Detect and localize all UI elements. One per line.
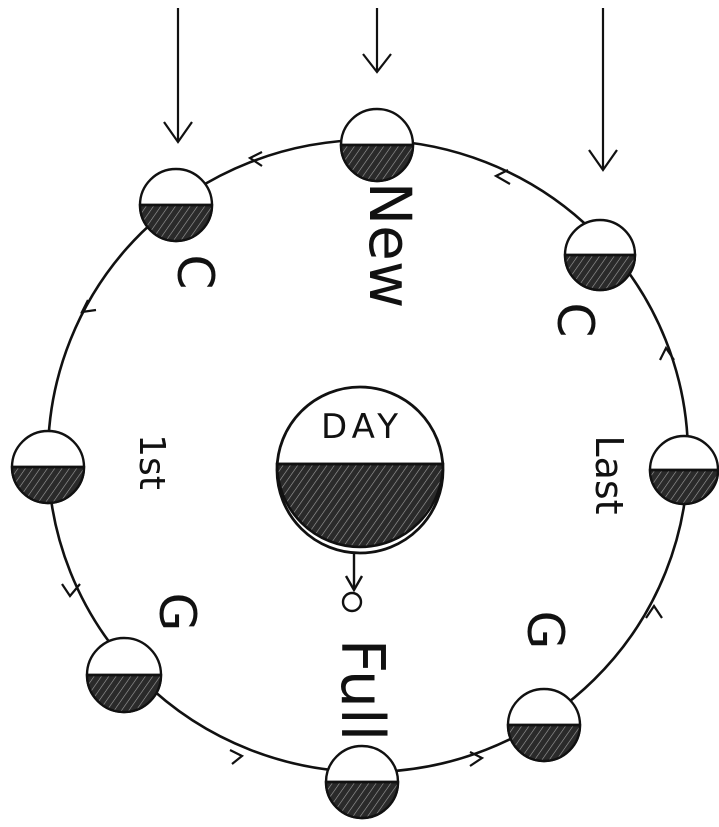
- moon-new: [341, 109, 413, 181]
- label-last-quarter: Last: [587, 435, 631, 514]
- sunlight-arrow-left: [164, 8, 192, 142]
- orbit-arrow: [230, 750, 242, 764]
- moon-gibbous-right: [508, 689, 580, 761]
- label-crescent-right: C: [546, 303, 604, 338]
- label-crescent-left: C: [166, 255, 224, 290]
- moon-first-quarter: [12, 431, 84, 503]
- moon-gibbous-left: [87, 638, 161, 712]
- observer-marker: [343, 552, 362, 611]
- sunlight-arrow-right: [589, 8, 617, 170]
- moon-crescent-left: [140, 169, 212, 241]
- moon-crescent-right: [565, 220, 635, 290]
- moon-last-quarter: [650, 436, 718, 504]
- label-gibbous-right: G: [516, 611, 574, 650]
- orbit-arrow: [470, 752, 482, 766]
- label-new: New: [356, 182, 424, 309]
- sunlight-arrow-center: [363, 8, 391, 72]
- moon-full: [326, 746, 398, 818]
- earth-day-label: DAY: [321, 407, 403, 447]
- label-full: Full: [327, 639, 397, 742]
- label-first-quarter: 1st: [131, 434, 172, 490]
- label-gibbous-left: G: [148, 593, 206, 632]
